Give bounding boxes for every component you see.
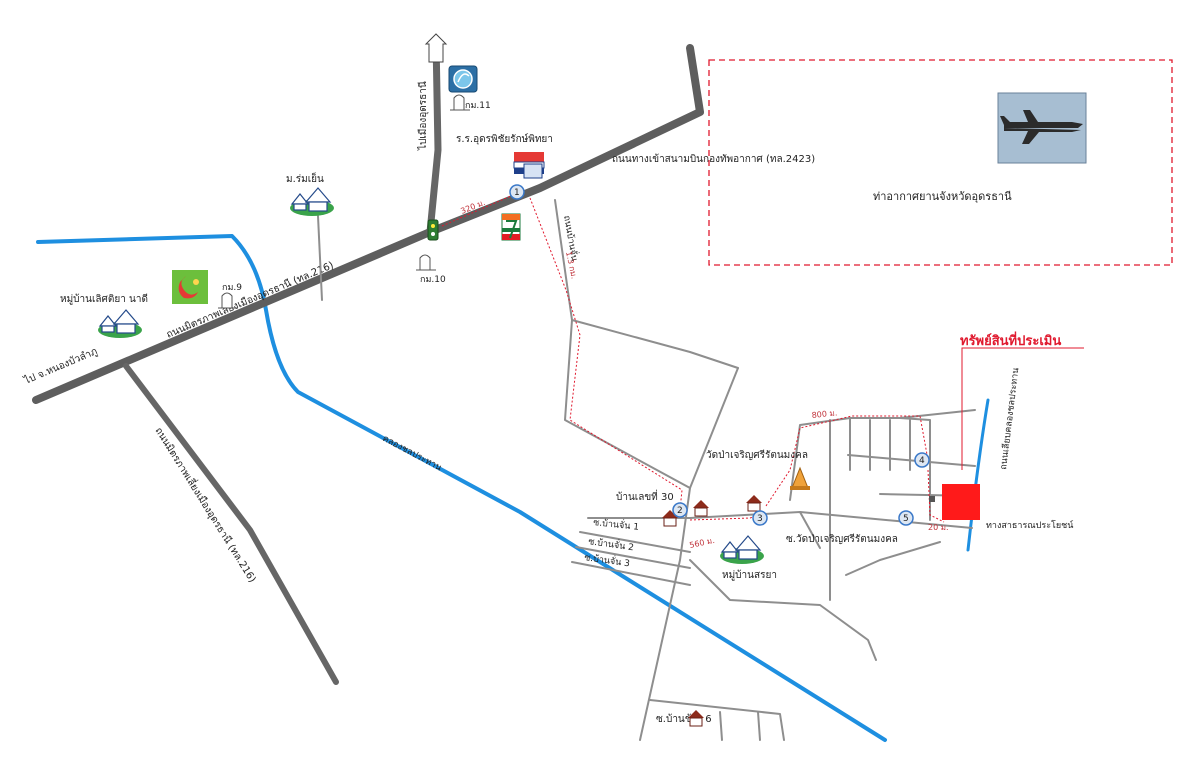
main-roads <box>32 36 704 685</box>
airport-zone <box>708 59 1173 266</box>
svg-text:1: 1 <box>514 188 520 198</box>
temple-icon <box>790 466 810 490</box>
airport-name-label: ท่าอากาศยานจังหวัดอุดรธานี <box>873 190 1012 203</box>
km-post-icon <box>416 254 436 271</box>
soi-temple-label: ซ.วัดป่าเจริญศรีรัตนมงคล <box>786 533 898 545</box>
distance-560-label: 560 ม. <box>689 536 716 550</box>
km-post-icon <box>218 292 238 309</box>
appraised-property-parcel <box>942 484 980 520</box>
km-11-label: กม.11 <box>465 101 491 111</box>
school-label: ร.ร.อุดรพิชัยรักษ์พิทยา <box>456 133 553 145</box>
bypass-road-label: ถนนมิตรภาพเลี่ยงเมืองอุดรธานี (ทล.216) <box>152 424 260 585</box>
route-marker-5: 5 <box>898 510 914 526</box>
route-marker-3: 3 <box>752 510 768 526</box>
seven-eleven-icon <box>501 213 521 241</box>
property-callout-line <box>961 347 1084 470</box>
village-icon <box>720 535 764 564</box>
airplane-icon <box>997 92 1087 164</box>
village-rom-yen-label: ม.ร่มเย็น <box>286 171 324 185</box>
route-marker-2: 2 <box>672 502 688 518</box>
irrigation-road-label: ถนนเลียบคลองชลประทาน <box>998 367 1021 470</box>
house-icon <box>688 710 704 727</box>
route-marker-1: 1 <box>509 184 525 200</box>
village-icon <box>290 187 334 216</box>
svg-text:3: 3 <box>757 514 763 524</box>
temple-label: วัดป่าเจริญศรีรัตนมงคล <box>706 449 808 461</box>
ban-lek-thi-30-label: บ้านเลขที่ 30 <box>616 489 674 503</box>
canal-label: คลองชลประทาน <box>381 434 444 474</box>
school-icon <box>513 152 545 179</box>
traffic-light-icon <box>427 219 439 241</box>
house-icon <box>693 500 709 517</box>
village-lertiya-label: หมู่บ้านเลิศติยา นาดี <box>60 293 148 305</box>
distance-800-label: 800 ม. <box>811 408 837 420</box>
route-marker-4: 4 <box>914 452 930 468</box>
airport-access-road-label: ถนนทางเข้าสนามบินกองทัพอากาศ (ทล.2423) <box>612 153 815 165</box>
svg-text:5: 5 <box>903 514 909 524</box>
soi-ban-chang-6-label: ซ.บ้านช้าง 6 <box>656 713 712 725</box>
appraised-property-label: ทรัพย์สินที่ประเมิน <box>960 331 1061 349</box>
secondary-roads <box>317 199 976 741</box>
village-ban-suay-label: หมู่บ้านสรยา <box>722 569 777 581</box>
small-building-icon <box>929 496 935 502</box>
svg-text:2: 2 <box>677 506 683 516</box>
village-icon <box>98 309 142 338</box>
shop-icon <box>172 270 208 304</box>
gas-station-icon <box>448 65 478 93</box>
route-path <box>441 191 945 523</box>
house-icon <box>746 495 762 512</box>
svg-text:4: 4 <box>919 456 925 466</box>
to-udon-city-label: ไปเมืองอุดรธานี <box>417 81 429 151</box>
km-9-label: กม.9 <box>222 283 242 293</box>
up-arrow-icon <box>424 33 448 63</box>
km-10-label: กม.10 <box>420 275 446 285</box>
public-way-label: ทางสาธารณประโยชน์ <box>986 519 1074 531</box>
distance-20-label: 20 ม. <box>928 523 949 532</box>
km-post-icon <box>450 94 470 111</box>
house-icon <box>662 510 678 527</box>
irrigation-canal <box>36 234 990 742</box>
